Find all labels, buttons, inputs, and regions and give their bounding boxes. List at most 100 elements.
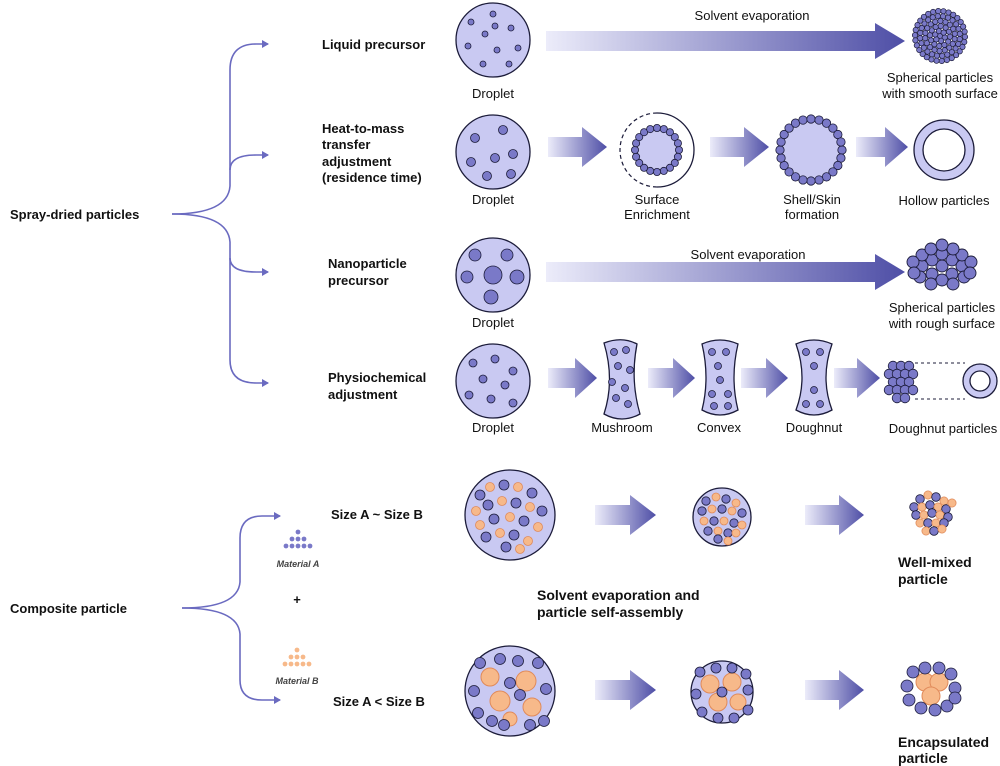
material-b-particle <box>923 490 933 500</box>
droplet-dot <box>470 133 480 143</box>
size-less-label: Size A < Size B <box>333 694 425 709</box>
surface-particle <box>670 158 679 167</box>
material-b-particle <box>505 512 515 522</box>
aggregate-subparticle <box>943 56 950 64</box>
surface-particle <box>640 128 649 137</box>
surface-particle <box>640 163 649 172</box>
nano-process-label: Solvent evaporation <box>690 247 806 262</box>
material-a-particle <box>944 667 958 681</box>
material-a-particle <box>742 704 754 716</box>
droplet-body <box>455 114 531 190</box>
heat-step1-line1: Surface <box>634 192 680 207</box>
material-b-particle <box>495 528 505 538</box>
doughnut-subparticle <box>907 384 919 396</box>
physio-label-line2: adjustment <box>328 387 398 402</box>
physio-arrow-1 <box>548 358 597 398</box>
mushroom-dot <box>621 384 629 392</box>
shell-particle <box>837 145 847 155</box>
material-a-particle <box>929 526 939 536</box>
aggregate-subparticle <box>961 33 969 40</box>
size-equal-label: Size A ~ Size B <box>331 507 423 522</box>
material-b-particle <box>489 690 511 712</box>
droplet-dot <box>468 248 482 262</box>
material-a-particle <box>474 489 486 501</box>
surface-particle <box>673 152 682 161</box>
material-b-particle <box>480 667 500 687</box>
surface-particle <box>632 152 641 161</box>
shell-particle <box>779 129 789 140</box>
heat-step2-line2: formation <box>784 207 840 222</box>
liquid-droplet-label: Droplet <box>472 86 514 101</box>
shell-particle <box>836 137 846 147</box>
material-a-particle <box>504 677 516 689</box>
aggregate-subparticle <box>954 14 961 22</box>
aggregate-subparticle <box>913 42 920 49</box>
material-a-particle <box>932 661 946 675</box>
aggregate-subparticle <box>926 44 934 51</box>
dashed-boundary <box>619 112 658 188</box>
mushroom-dot <box>626 366 634 374</box>
material-a-particle <box>902 693 916 707</box>
material-b-dot <box>282 661 288 667</box>
convex-dot <box>724 402 732 410</box>
rough-subparticle <box>955 248 969 262</box>
material-a-particle <box>716 686 728 698</box>
heat-label-line4: (residence time) <box>322 170 422 185</box>
solid-boundary <box>656 112 695 188</box>
droplet-dot <box>467 18 475 26</box>
material-b-particle <box>737 520 747 530</box>
shell-particle <box>784 167 794 177</box>
heat-droplet-label: Droplet <box>472 192 514 207</box>
material-a-dot <box>295 536 301 542</box>
aggregate-subparticle <box>957 18 964 26</box>
mushroom-dot <box>614 362 622 370</box>
well-mixed-line2: particle <box>898 571 948 587</box>
material-a-particle <box>712 712 724 724</box>
droplet-dot <box>468 358 478 368</box>
mushroom-particle <box>603 339 641 420</box>
composite-process-line1: Solvent evaporation and <box>537 587 700 603</box>
convex-dot <box>722 348 730 356</box>
heat-arrow-1 <box>548 127 607 167</box>
material-a-particle <box>474 657 486 669</box>
composite-equal-droplet <box>464 469 556 561</box>
material-a-particle <box>925 500 935 510</box>
nano-result-line2: with rough surface <box>888 316 996 331</box>
material-a-particle <box>900 679 914 693</box>
composite-equal-arrow-2 <box>805 495 864 535</box>
material-a-particle <box>701 496 711 506</box>
material-a-particle <box>532 657 544 669</box>
aggregate-subparticle <box>951 30 958 37</box>
heat-result-label: Hollow particles <box>898 193 990 208</box>
mushroom-dot <box>612 394 620 402</box>
material-b-dot <box>300 654 306 660</box>
material-b-icon <box>282 647 312 667</box>
hollow-particle <box>913 119 975 181</box>
material-b-dot <box>294 661 300 667</box>
material-a-particle <box>737 508 747 518</box>
material-b-particle <box>727 506 737 516</box>
material-b-particle <box>711 492 721 502</box>
hollow-inner <box>922 128 966 172</box>
droplet-dot <box>508 366 518 376</box>
material-a-particle <box>508 529 520 541</box>
material-b-particle <box>921 686 941 706</box>
spray-dried-bracket <box>171 40 269 387</box>
material-a-particle <box>703 526 713 536</box>
doughnut-shape-dot <box>802 400 810 408</box>
droplet-dot <box>481 30 489 38</box>
material-b-dot <box>288 654 294 660</box>
physio-droplet <box>455 343 531 419</box>
shell-particle <box>828 167 838 177</box>
rough-subparticle <box>924 242 938 256</box>
nano-label-line2: precursor <box>328 273 389 288</box>
material-b-particle <box>522 697 542 717</box>
material-a-particle <box>909 502 919 512</box>
surface-particle <box>665 163 674 172</box>
shell-particle <box>798 115 808 125</box>
bracket-arm-heat <box>229 151 269 171</box>
material-a-particle <box>694 666 706 678</box>
aggregate-subparticle <box>923 54 930 61</box>
doughnut-subparticle <box>899 392 911 404</box>
convex-particle <box>701 339 739 416</box>
